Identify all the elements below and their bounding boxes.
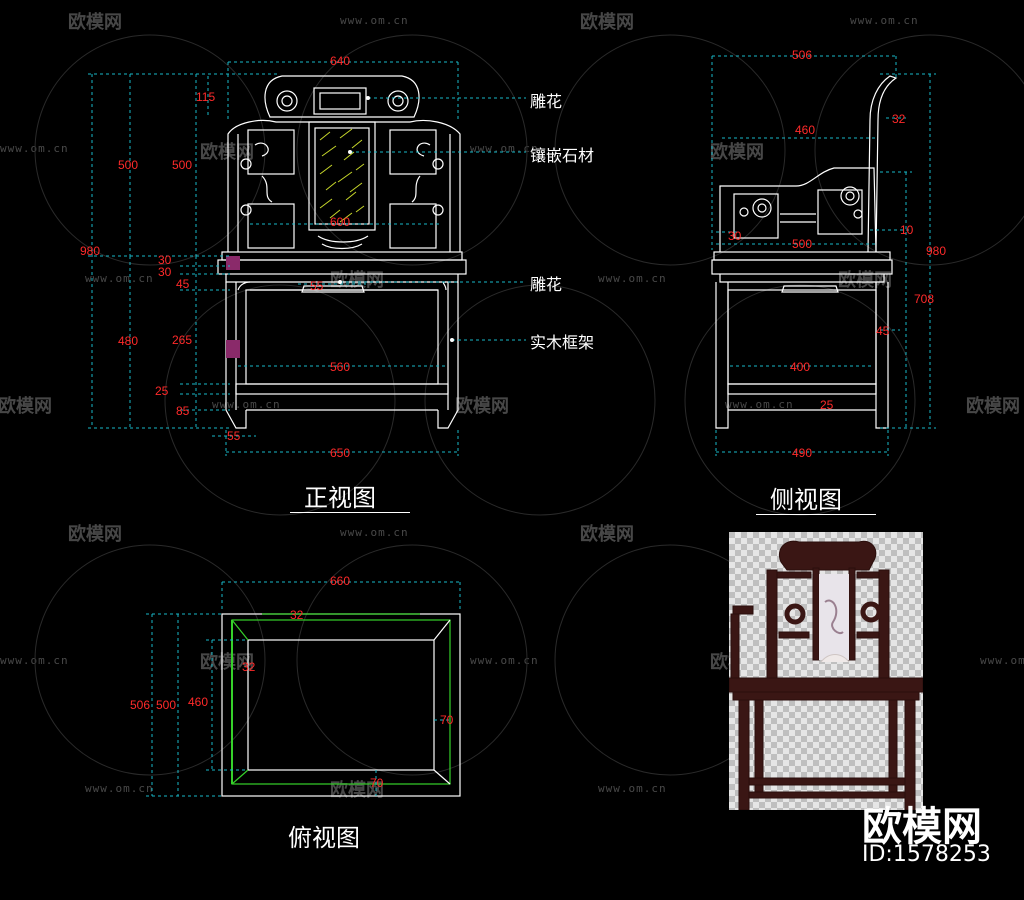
dimension-label: 85 xyxy=(176,404,190,418)
dimension-label: 30 xyxy=(728,229,742,243)
watermark-url: www.om.cn xyxy=(0,654,69,667)
watermark-url: www.om.cn xyxy=(85,782,154,795)
side-view-title: 侧视图 xyxy=(770,486,842,514)
dimension-label: 560 xyxy=(330,360,351,374)
dimension-label: 650 xyxy=(330,446,351,460)
dimension-label: 506 xyxy=(792,48,813,62)
watermark-logo: 欧模网 xyxy=(200,142,254,163)
watermark-logo: 欧模网 xyxy=(68,524,122,545)
watermark-url: www.om.cn xyxy=(725,398,794,411)
side-view-outline xyxy=(711,75,898,429)
dimension-label: 25 xyxy=(155,384,169,398)
dimension-label: 32 xyxy=(892,112,906,126)
front-leader-dots xyxy=(338,96,454,342)
dimension-label: 600 xyxy=(330,215,351,229)
watermark-arcs xyxy=(34,34,1024,776)
dimension-label: 460 xyxy=(188,695,209,709)
dimension-label: 980 xyxy=(926,244,947,258)
watermark-url: www.om.cn xyxy=(340,526,409,539)
watermark-url: www.om.cn xyxy=(212,398,281,411)
dimension-label: 32 xyxy=(290,608,304,622)
dimension-label: 115 xyxy=(196,90,216,104)
watermark-url: www.om.cn xyxy=(980,654,1024,667)
top-view-outline xyxy=(221,613,461,797)
watermark-logo: 欧模网 xyxy=(710,142,764,163)
chair-reference-photo xyxy=(729,532,923,810)
callout-solid-wood-frame: 实木框架 xyxy=(530,333,595,352)
watermark-url: www.om.cn xyxy=(340,14,409,27)
dimension-label: 10 xyxy=(900,223,914,237)
watermark-logo: 欧模网 xyxy=(966,396,1020,417)
dimension-label: 500 xyxy=(118,158,139,172)
brand-logo-text: 欧模网 xyxy=(862,804,982,850)
dimension-label: 55 xyxy=(310,279,324,293)
callout-carving: 雕花 xyxy=(530,275,563,294)
front-dimension-lines xyxy=(88,61,526,456)
watermark-url: www.om.cn xyxy=(598,272,667,285)
front-view-title-underline xyxy=(290,512,410,513)
dimension-label: 708 xyxy=(914,292,935,306)
callout-stone-inlay: 镶嵌石材 xyxy=(530,146,595,165)
dimension-label: 500 xyxy=(172,158,193,172)
top-view-title: 俯视图 xyxy=(288,824,360,852)
dimension-label: 45 xyxy=(176,277,190,291)
dimension-label: 640 xyxy=(330,54,351,68)
front-view-outline xyxy=(217,75,467,429)
dimension-label: 25 xyxy=(820,398,834,412)
dimension-label: 660 xyxy=(330,574,351,588)
watermark-url: www.om.cn xyxy=(85,272,154,285)
dimension-label: 30 xyxy=(158,265,172,279)
dimension-label: 70 xyxy=(370,776,384,790)
watermark-logo: 欧模网 xyxy=(455,396,509,417)
side-view-title-underline xyxy=(756,514,876,515)
front-section-marks xyxy=(226,256,240,358)
front-stone-inlay-hatch xyxy=(319,128,365,223)
watermark-url: www.om.cn xyxy=(0,142,69,155)
dimension-label: 500 xyxy=(156,698,177,712)
dimension-label: 506 xyxy=(130,698,151,712)
side-dimension-lines xyxy=(711,55,936,456)
watermark-logo: 欧模网 xyxy=(200,652,254,673)
dimension-label: 490 xyxy=(792,446,813,460)
watermark-logo: 欧模网 xyxy=(68,12,122,33)
dimension-label: 45 xyxy=(876,324,890,338)
dimension-label: 30 xyxy=(158,253,172,267)
dimension-label: 500 xyxy=(792,237,813,251)
front-view-title: 正视图 xyxy=(304,484,376,512)
dimension-label: 32 xyxy=(242,660,256,674)
dimension-label: 980 xyxy=(80,244,101,258)
watermark-logo: 欧模网 xyxy=(580,524,634,545)
watermark-logo: 欧模网 xyxy=(0,396,52,417)
watermark-url: www.om.cn xyxy=(470,654,539,667)
top-dimension-lines xyxy=(146,581,461,797)
watermark-url: www.om.cn xyxy=(598,782,667,795)
watermark-logo: 欧模网 xyxy=(838,270,892,291)
dimension-label: 460 xyxy=(795,123,816,137)
watermark-logo: 欧模网 xyxy=(580,12,634,33)
dimension-label: 55 xyxy=(227,429,241,443)
dimension-label: 480 xyxy=(118,334,139,348)
callout-carving: 雕花 xyxy=(530,92,563,111)
dimension-label: 70 xyxy=(440,713,454,727)
dimension-label: 400 xyxy=(790,360,811,374)
chair-photo-illustration xyxy=(729,540,923,810)
brand-id: ID:1578253 xyxy=(862,842,991,867)
watermark-url: www.om.cn xyxy=(850,14,919,27)
dimension-label: 265 xyxy=(172,333,193,347)
